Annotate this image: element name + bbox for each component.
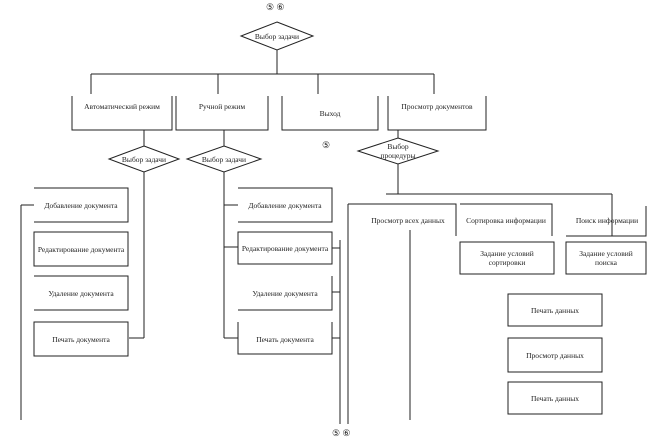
mode-view-label: Просмотр документов bbox=[401, 102, 473, 111]
view-sort bbox=[460, 203, 553, 236]
auto-task-print bbox=[33, 321, 129, 357]
auto-task-add-label: Добавление документа bbox=[44, 200, 118, 210]
manual-task-print-label: Печать документа bbox=[256, 334, 314, 344]
auto-task-edit-label: Редактирование документа bbox=[37, 244, 125, 254]
auto-task-delete bbox=[34, 275, 129, 311]
view-sort-label: Сортировка информации bbox=[466, 215, 546, 225]
manual-task-delete-label: Удаление документа bbox=[252, 288, 318, 298]
mode-manual bbox=[175, 96, 269, 131]
auto-task-edit bbox=[33, 231, 129, 267]
mode-view bbox=[387, 96, 487, 131]
auto-task-delete-label: Удаление документа bbox=[48, 288, 114, 298]
decision-main-label: Выбор задачи bbox=[254, 31, 300, 41]
auto-task-print-label: Печать документа bbox=[52, 334, 110, 344]
view-sort-conditions-label: Задание условий сортировки bbox=[480, 249, 534, 267]
view-print-label: Печать данных bbox=[531, 305, 579, 315]
decision-view-label: Выбор процедуры bbox=[380, 142, 416, 160]
mode-auto bbox=[71, 96, 173, 131]
view-print-data bbox=[507, 381, 603, 415]
view-output-label: Просмотр всех данных bbox=[371, 215, 445, 225]
decision-auto-label: Выбор задачи bbox=[121, 154, 167, 164]
mode-manual-label: Ручной режим bbox=[198, 102, 246, 111]
view-search-label: Поиск информации bbox=[575, 215, 639, 225]
view-print bbox=[507, 293, 603, 327]
view-output bbox=[360, 203, 457, 236]
connector-bottom: ⑤ ⑥ bbox=[332, 428, 351, 438]
manual-task-delete bbox=[238, 276, 333, 311]
view-view-data bbox=[507, 337, 603, 373]
manual-task-add-label: Добавление документа bbox=[248, 200, 322, 210]
mode-auto-label: Автоматический режим bbox=[84, 102, 160, 111]
decision-manual-label: Выбор задачи bbox=[201, 154, 247, 164]
mode-exit bbox=[281, 96, 379, 131]
connector-top: ⑤ ⑥ bbox=[266, 2, 285, 12]
view-search bbox=[566, 206, 647, 237]
manual-task-add bbox=[238, 187, 333, 223]
connector-mid: ⑤ bbox=[322, 140, 331, 150]
view-search-conditions-label: Задание условий поиска bbox=[579, 249, 633, 267]
view-view-data-label: Просмотр данных bbox=[526, 350, 584, 360]
view-print-data-label: Печать данных bbox=[531, 393, 579, 403]
view-search-conditions bbox=[565, 241, 647, 275]
auto-task-add bbox=[34, 187, 129, 223]
manual-task-edit-label: Редактирование документа bbox=[241, 243, 329, 253]
mode-exit-label: Выход bbox=[319, 109, 341, 118]
view-sort-conditions bbox=[459, 241, 555, 275]
